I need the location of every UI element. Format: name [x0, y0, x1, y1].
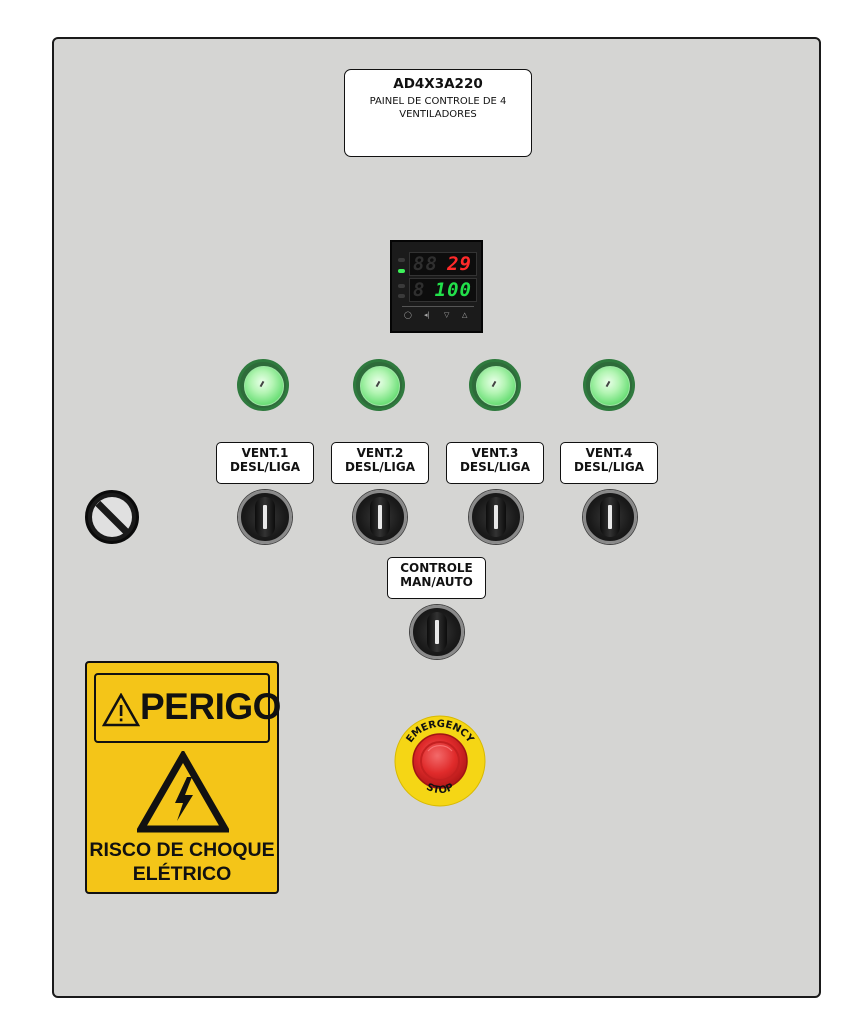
- mode-selector-switch[interactable]: [410, 605, 464, 659]
- fan3-label-line2: DESL/LIGA: [459, 460, 531, 474]
- fan3-selector-switch[interactable]: [469, 490, 523, 544]
- danger-sign-header: PERIGO: [94, 673, 281, 743]
- fan2-selector-switch[interactable]: [353, 490, 407, 544]
- fan4-pilot-lamp: [583, 359, 635, 411]
- up-key-icon[interactable]: △: [462, 311, 468, 319]
- fan4-label-line1: VENT.4: [585, 446, 633, 460]
- fan3-label-line1: VENT.3: [471, 446, 519, 460]
- fan4-selector-switch[interactable]: [583, 490, 637, 544]
- panel-nameplate: AD4X3A220 PAINEL DE CONTROLE DE 4 VENTIL…: [344, 69, 532, 157]
- fan2-label: VENT.2 DESL/LIGA: [331, 442, 429, 484]
- shift-key-icon[interactable]: ◂|: [424, 311, 430, 319]
- mode-selector-label-line2: MAN/AUTO: [400, 575, 473, 589]
- pv-display-ghost-digits: 88: [413, 253, 438, 275]
- temperature-controller: 88 29 8 100 ◯ ◂| ▽ △: [390, 240, 483, 333]
- electric-hazard-icon: [137, 751, 229, 833]
- warning-triangle-icon: [102, 693, 140, 727]
- fan1-label: VENT.1 DESL/LIGA: [216, 442, 314, 484]
- mode-selector-label: CONTROLE MAN/AUTO: [387, 557, 486, 599]
- panel-code: AD4X3A220: [393, 76, 483, 92]
- door-lock-icon[interactable]: [85, 490, 139, 544]
- controller-indicator-led: [398, 258, 405, 262]
- fan2-label-line2: DESL/LIGA: [344, 460, 416, 474]
- pv-display-value: 29: [447, 253, 472, 275]
- fan1-selector-switch[interactable]: [238, 490, 292, 544]
- fan2-label-line1: VENT.2: [356, 446, 404, 460]
- danger-sign-title: PERIGO: [140, 686, 281, 727]
- danger-warning-sign: PERIGO RISCO DE CHOQUE ELÉTRICO: [85, 661, 281, 894]
- sv-display-value: 100: [434, 279, 472, 301]
- mode-selector-label-line1: CONTROLE: [400, 561, 473, 575]
- fan1-pilot-lamp: [237, 359, 289, 411]
- fan3-pilot-lamp: [469, 359, 521, 411]
- emergency-stop-button[interactable]: EMERGENCY STOP: [392, 715, 488, 807]
- fan1-label-line1: VENT.1: [241, 446, 289, 460]
- danger-sign-text-line2: ELÉTRICO: [132, 863, 232, 885]
- pv-display: 88 29: [409, 252, 477, 276]
- danger-sign-text: RISCO DE CHOQUE ELÉTRICO: [87, 838, 277, 886]
- set-key-icon[interactable]: ◯: [404, 311, 412, 319]
- controller-indicator-led: [398, 284, 405, 288]
- fan3-label: VENT.3 DESL/LIGA: [446, 442, 544, 484]
- controller-keypad: ◯ ◂| ▽ △: [402, 306, 474, 321]
- fan1-label-line2: DESL/LIGA: [229, 460, 301, 474]
- sv-display-ghost-digits: 8: [413, 279, 426, 301]
- sv-display: 8 100: [409, 278, 477, 302]
- down-key-icon[interactable]: ▽: [444, 311, 450, 319]
- panel-description: PAINEL DE CONTROLE DE 4 VENTILADORES: [369, 96, 507, 120]
- controller-indicator-led: [398, 294, 405, 298]
- fan4-label: VENT.4 DESL/LIGA: [560, 442, 658, 484]
- fan4-label-line2: DESL/LIGA: [573, 460, 645, 474]
- controller-indicator-led-on: [398, 269, 405, 273]
- fan2-pilot-lamp: [353, 359, 405, 411]
- danger-sign-text-line1: RISCO DE CHOQUE: [89, 839, 275, 861]
